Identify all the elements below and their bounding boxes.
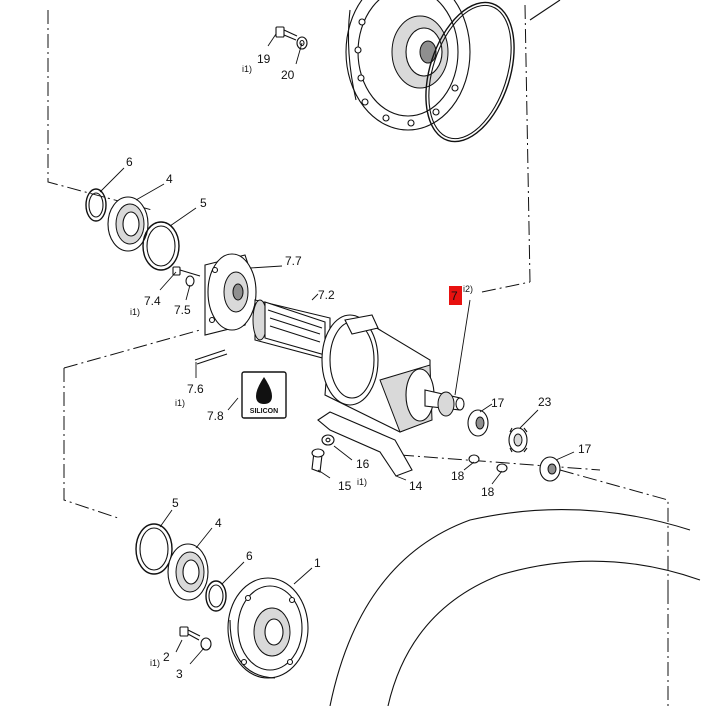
callout-23: 23 (538, 395, 552, 409)
callout-18-a: 18 (451, 469, 465, 483)
callout-6-bottom: 6 (246, 549, 253, 563)
callout-4-top: 4 (166, 172, 173, 186)
spider-23 (508, 427, 528, 453)
callout-7-2: 7.2 (318, 288, 335, 302)
circlip-5-top (142, 221, 180, 271)
callout-3: 3 (176, 667, 183, 681)
bracket-14 (317, 411, 413, 477)
bearing-4-top (107, 196, 149, 252)
callout-7-4: 7.4 (144, 294, 161, 308)
coupling-17-right-of-motor (467, 409, 489, 437)
callout-5-bottom: 5 (172, 496, 179, 510)
callout-16: 16 (356, 457, 370, 471)
callout-7-5: 7.5 (174, 303, 191, 317)
motor-shaft-7-2 (252, 299, 331, 361)
pin-7-6 (194, 349, 228, 365)
screw-7-4 (172, 266, 201, 277)
screw-2 (179, 626, 201, 641)
flange-1 (227, 577, 309, 679)
circlip-5-bottom (135, 523, 173, 575)
callout-19: 19 (257, 52, 271, 66)
setscrew-18-a (468, 454, 480, 464)
callout-17-b: 17 (578, 442, 592, 456)
callout-18-b: 18 (481, 485, 495, 499)
screw-19 (275, 26, 298, 41)
highlighted-part-marker (449, 286, 462, 305)
gearbox-housing-7 (321, 314, 465, 433)
callout-2: 2 (163, 650, 170, 664)
drum-shell (329, 509, 701, 707)
callout-4-bottom: 4 (215, 516, 222, 530)
callout-7-6: 7.6 (187, 382, 204, 396)
bearing-4-bottom (167, 543, 209, 601)
callout-7: 7 (451, 289, 458, 303)
callout-leaders (99, 33, 575, 665)
coupling-17-lower (539, 456, 561, 482)
circlip-6-bottom (205, 580, 227, 612)
washer-7-5 (185, 275, 195, 287)
callout-17-a: 17 (491, 396, 505, 410)
screw-15 (311, 448, 325, 473)
silicon-sealant-icon (241, 371, 287, 419)
motor-end-cover-7-7 (204, 253, 257, 336)
callout-i1-7-6: i1) (175, 398, 185, 408)
callout-i2: i2) (463, 284, 473, 294)
circlip-6-top (85, 188, 107, 222)
callout-i1-top: i1) (242, 64, 252, 74)
callout-labels: 19 20 i1) 6 4 5 7.7 7.2 7.4 7.5 i1) 7.6 … (126, 52, 592, 681)
callout-14: 14 (409, 479, 423, 493)
callout-i1-15: i1) (357, 477, 367, 487)
callout-6-top: 6 (126, 155, 133, 169)
setscrew-18-b (496, 463, 508, 473)
callout-7-8: 7.8 (207, 409, 224, 423)
callout-i1-7-4: i1) (130, 307, 140, 317)
washer-16 (321, 434, 335, 446)
silicon-label: SILICON (250, 408, 278, 415)
callout-20: 20 (281, 68, 295, 82)
callout-15: 15 (338, 479, 352, 493)
callout-1: 1 (314, 556, 321, 570)
callout-7-7: 7.7 (285, 254, 302, 268)
top-hub-flange (345, 0, 561, 143)
washer-3 (200, 637, 212, 651)
callout-i1-2: i1) (150, 658, 160, 668)
callout-5-top: 5 (200, 196, 207, 210)
